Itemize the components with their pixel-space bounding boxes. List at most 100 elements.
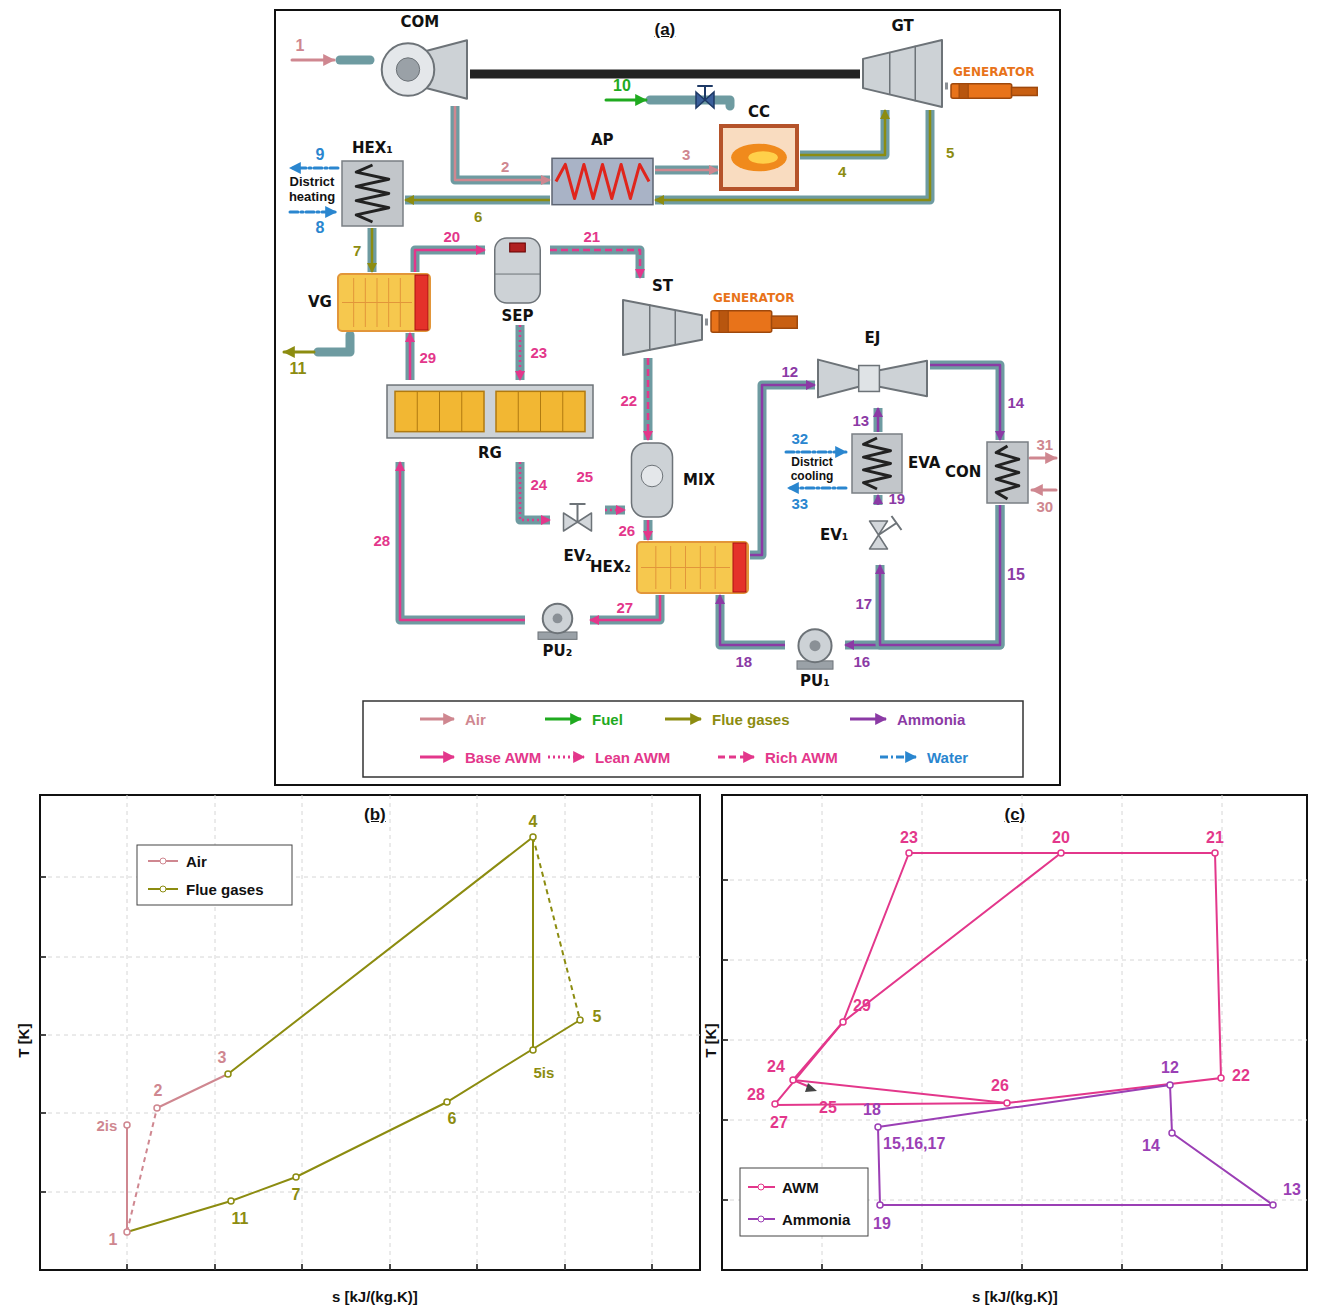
stream-connector xyxy=(405,200,550,201)
label-text: 2 xyxy=(154,1082,163,1100)
stream-connector xyxy=(455,106,550,180)
pipe-line xyxy=(655,110,930,200)
stream-connector xyxy=(605,510,625,511)
component-label: HEX₂ xyxy=(590,559,631,576)
component-box: ST xyxy=(620,278,705,358)
component-label: SEP xyxy=(502,308,534,325)
pipe-line xyxy=(877,408,880,432)
stream-connector xyxy=(520,325,521,380)
pipe-line xyxy=(368,228,377,272)
external-streams xyxy=(284,60,1056,490)
pipe-line xyxy=(647,358,650,440)
axis-title: T [K] xyxy=(15,1023,32,1057)
component-symbol xyxy=(385,380,595,443)
label-text: s [kJ/(kg.K)] xyxy=(972,1288,1058,1305)
stream-number: 25 xyxy=(577,468,594,485)
component-box: RG xyxy=(385,380,595,462)
component-symbol xyxy=(550,490,605,546)
component-symbol xyxy=(948,82,1040,100)
legend-text: Water xyxy=(927,749,968,766)
label-text: 28 xyxy=(747,1086,765,1104)
legend-text: Air xyxy=(186,853,207,870)
component-symbol xyxy=(708,308,800,335)
panel-frames xyxy=(40,10,1307,1270)
stream-number: 21 xyxy=(584,228,601,245)
label-text: 18 xyxy=(863,1101,881,1119)
stream-number: 28 xyxy=(374,532,391,549)
label-text: 6 xyxy=(448,1110,457,1128)
legend-text: Base AWM xyxy=(465,749,541,766)
stream-number: 3 xyxy=(682,146,690,163)
pipe-line xyxy=(655,166,718,175)
component-symbol xyxy=(620,297,705,358)
pipe-line xyxy=(845,505,1000,645)
component-box: HEX₂ xyxy=(590,540,750,595)
component-symbol xyxy=(815,349,930,408)
component-box: EJ xyxy=(815,330,930,408)
stream-number: 13 xyxy=(853,412,870,429)
stream-number: 23 xyxy=(531,344,548,361)
pipe-line xyxy=(520,462,550,520)
stream-number: 18 xyxy=(736,653,753,670)
pipe-line xyxy=(877,495,880,505)
pipe-line xyxy=(405,199,550,202)
component-symbol xyxy=(625,440,679,520)
stream-number: 20 xyxy=(444,228,461,245)
pipe-line xyxy=(400,462,525,620)
label-text: 33 xyxy=(792,495,809,512)
label-text: 29 xyxy=(853,997,871,1015)
pipe-line xyxy=(470,70,860,79)
stream-number: 22 xyxy=(621,392,638,409)
label-text: 7 xyxy=(292,1186,301,1204)
legend-text: Flue gases xyxy=(712,711,790,728)
stream-connector xyxy=(655,170,718,171)
label-text: 13 xyxy=(1283,1181,1301,1199)
axis-title: T [K] xyxy=(702,1023,719,1057)
legend-text: Flue gases xyxy=(186,881,264,898)
stream-connector xyxy=(845,505,1000,645)
label-text: 30 xyxy=(1037,498,1054,515)
stream-connector xyxy=(648,358,649,440)
pipe-line xyxy=(644,358,653,440)
label-text: 25 xyxy=(819,1099,837,1117)
label-text: 8 xyxy=(316,219,325,237)
pipe-line xyxy=(519,325,522,380)
label-text: 15 xyxy=(1007,566,1025,584)
component-symbol xyxy=(985,440,1030,505)
stream-number: 26 xyxy=(619,522,636,539)
stream-number: 29 xyxy=(420,349,437,366)
component-label: CC xyxy=(748,104,770,121)
component-box: EV₁ xyxy=(820,505,905,565)
pipe-line xyxy=(945,83,948,90)
label-text: 32 xyxy=(792,430,809,447)
component-symbol xyxy=(340,159,405,228)
label-text: (c) xyxy=(1005,805,1026,825)
label-text: 20 xyxy=(1052,829,1070,847)
stream-connector xyxy=(410,333,411,380)
pipe-line xyxy=(930,365,1000,440)
pipe-line xyxy=(516,325,525,380)
pipe-line xyxy=(455,106,550,180)
label-text: 5is xyxy=(534,1064,555,1081)
pipe-line xyxy=(845,505,1000,645)
component-box: AP xyxy=(550,132,655,212)
label-text: s [kJ/(kg.K)] xyxy=(332,1288,418,1305)
component-label: GT xyxy=(892,18,914,35)
component-symbol xyxy=(525,600,590,641)
component-box: VG xyxy=(308,272,432,333)
stream-number: 27 xyxy=(617,599,634,616)
component-label: PU₁ xyxy=(800,673,830,690)
legend-text: Ammonia xyxy=(897,711,965,728)
legend-text: Rich AWM xyxy=(765,749,838,766)
component-label: EV₂ xyxy=(564,548,592,565)
stream-number: 5 xyxy=(946,144,954,161)
label-text: 31 xyxy=(1037,436,1054,453)
label-text: 24 xyxy=(767,1058,785,1076)
label-text: 5 xyxy=(593,1008,602,1026)
label-text: 14 xyxy=(1142,1137,1160,1155)
label-text: 23 xyxy=(900,829,918,847)
stream-connector xyxy=(945,86,948,87)
component-label: MIX xyxy=(683,472,715,489)
